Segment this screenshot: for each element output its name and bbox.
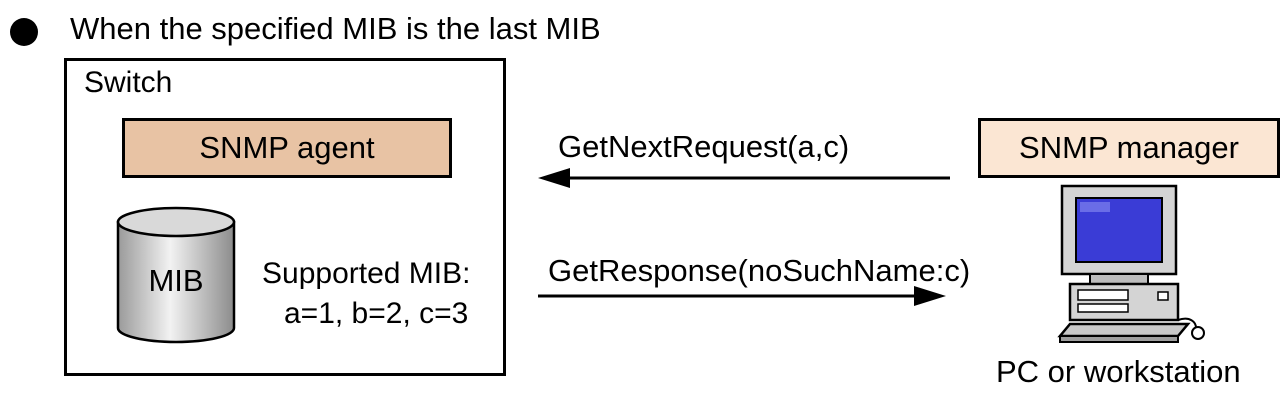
- snmp-manager-box: SNMP manager: [978, 118, 1280, 178]
- switch-label: Switch: [84, 66, 173, 99]
- response-message-label: GetResponse(noSuchName:c): [548, 253, 971, 288]
- response-arrow: [538, 286, 946, 306]
- switch-box: [64, 58, 506, 376]
- snmp-agent-box: SNMP agent: [122, 118, 452, 178]
- request-arrow: [538, 168, 950, 188]
- snmp-manager-label: SNMP manager: [1019, 130, 1239, 165]
- diagram-heading: When the specified MIB is the last MIB: [70, 11, 601, 46]
- supported-mib-title: Supported MIB:: [262, 257, 471, 290]
- mib-database-icon: [116, 206, 236, 344]
- workstation-label: PC or workstation: [996, 354, 1241, 389]
- snmp-agent-label: SNMP agent: [199, 130, 375, 165]
- supported-mib-values: a=1, b=2, c=3: [284, 297, 469, 330]
- workstation-icon: [1057, 184, 1205, 343]
- bullet-icon: [10, 18, 38, 46]
- request-message-label: GetNextRequest(a,c): [558, 129, 850, 164]
- mib-label: MIB: [148, 263, 204, 298]
